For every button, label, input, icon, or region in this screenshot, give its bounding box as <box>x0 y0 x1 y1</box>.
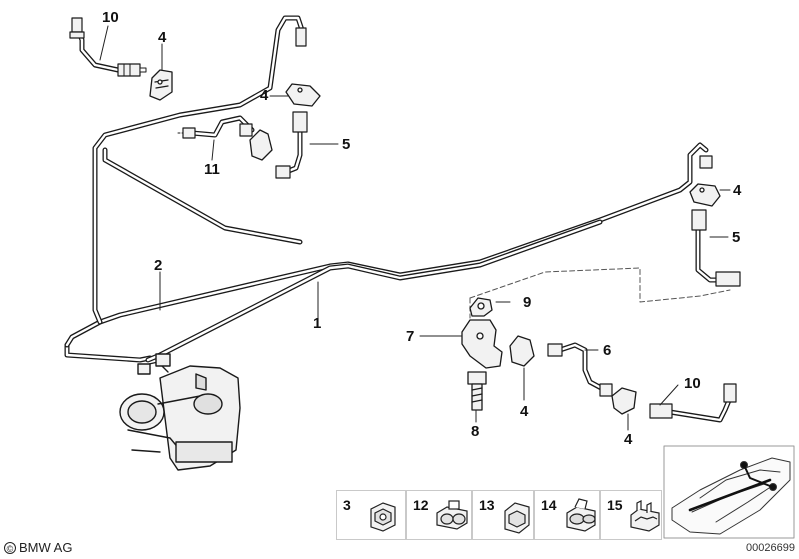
callout-5-top: 5 <box>342 136 351 153</box>
brake-pipe-connector <box>92 150 305 256</box>
flex-hose-5-right <box>691 155 741 287</box>
copyright-icon: © <box>4 541 16 554</box>
callout-10-bottom: 10 <box>684 375 701 392</box>
flex-hose-top-left <box>69 17 147 77</box>
copyright: © BMW AG <box>4 540 72 555</box>
legend-item: 14 <box>534 490 600 540</box>
flex-hose-5-top <box>275 27 308 179</box>
dashed-guide <box>469 267 731 319</box>
callout-8: 8 <box>471 423 480 440</box>
bracket-clip-4b <box>285 83 321 107</box>
legend-number: 12 <box>413 497 429 513</box>
legend-item: 13 <box>472 490 534 540</box>
flex-hose-bottom-right <box>649 383 737 423</box>
clip-15-icon <box>630 500 660 532</box>
hydraulic-unit <box>119 353 241 471</box>
bolt-8 <box>467 371 487 411</box>
clip-14-icon <box>566 498 596 532</box>
clip-3-icon <box>370 502 396 532</box>
brake-pipe-6 <box>547 342 613 397</box>
callout-4a: 4 <box>158 29 167 46</box>
legend-item: 12 <box>406 490 472 540</box>
callout-10-top: 10 <box>102 9 119 26</box>
brake-pipe-11 <box>177 115 255 139</box>
callout-leaders <box>99 25 731 431</box>
legend-number: 14 <box>541 497 557 513</box>
callout-4-bottom-b: 4 <box>624 431 633 448</box>
diagram-number: 00026699 <box>746 542 795 554</box>
bracket-clip-4right <box>689 183 721 207</box>
legend-number: 15 <box>607 497 623 513</box>
legend-number: 13 <box>479 497 495 513</box>
callout-6: 6 <box>603 342 612 359</box>
clip-nut-9 <box>469 297 493 317</box>
legend-item: 15 <box>600 490 662 540</box>
brake-pipe-main <box>64 15 709 363</box>
bracket-clip-4bottom-a <box>509 335 535 367</box>
bracket-clip-4bottom-b <box>611 387 637 415</box>
callout-4-right: 4 <box>733 182 742 199</box>
clip-13-icon <box>504 502 530 534</box>
bracket-clip-4c <box>249 129 273 161</box>
callout-4b: 4 <box>260 87 269 104</box>
copyright-text: BMW AG <box>19 540 73 555</box>
callout-9: 9 <box>523 294 532 311</box>
callout-11: 11 <box>204 161 220 178</box>
bracket-clip-4a <box>149 69 173 101</box>
clip-12-icon <box>436 500 468 530</box>
car-inset <box>663 445 795 539</box>
callout-1: 1 <box>313 315 322 332</box>
mounting-bracket-7 <box>461 319 503 369</box>
callout-4-bottom-a: 4 <box>520 403 529 420</box>
legend-number: 3 <box>343 497 351 513</box>
callout-2: 2 <box>154 257 163 274</box>
legend-item: 3 <box>336 490 406 540</box>
callout-7: 7 <box>406 328 415 345</box>
callout-5-right: 5 <box>732 229 741 246</box>
